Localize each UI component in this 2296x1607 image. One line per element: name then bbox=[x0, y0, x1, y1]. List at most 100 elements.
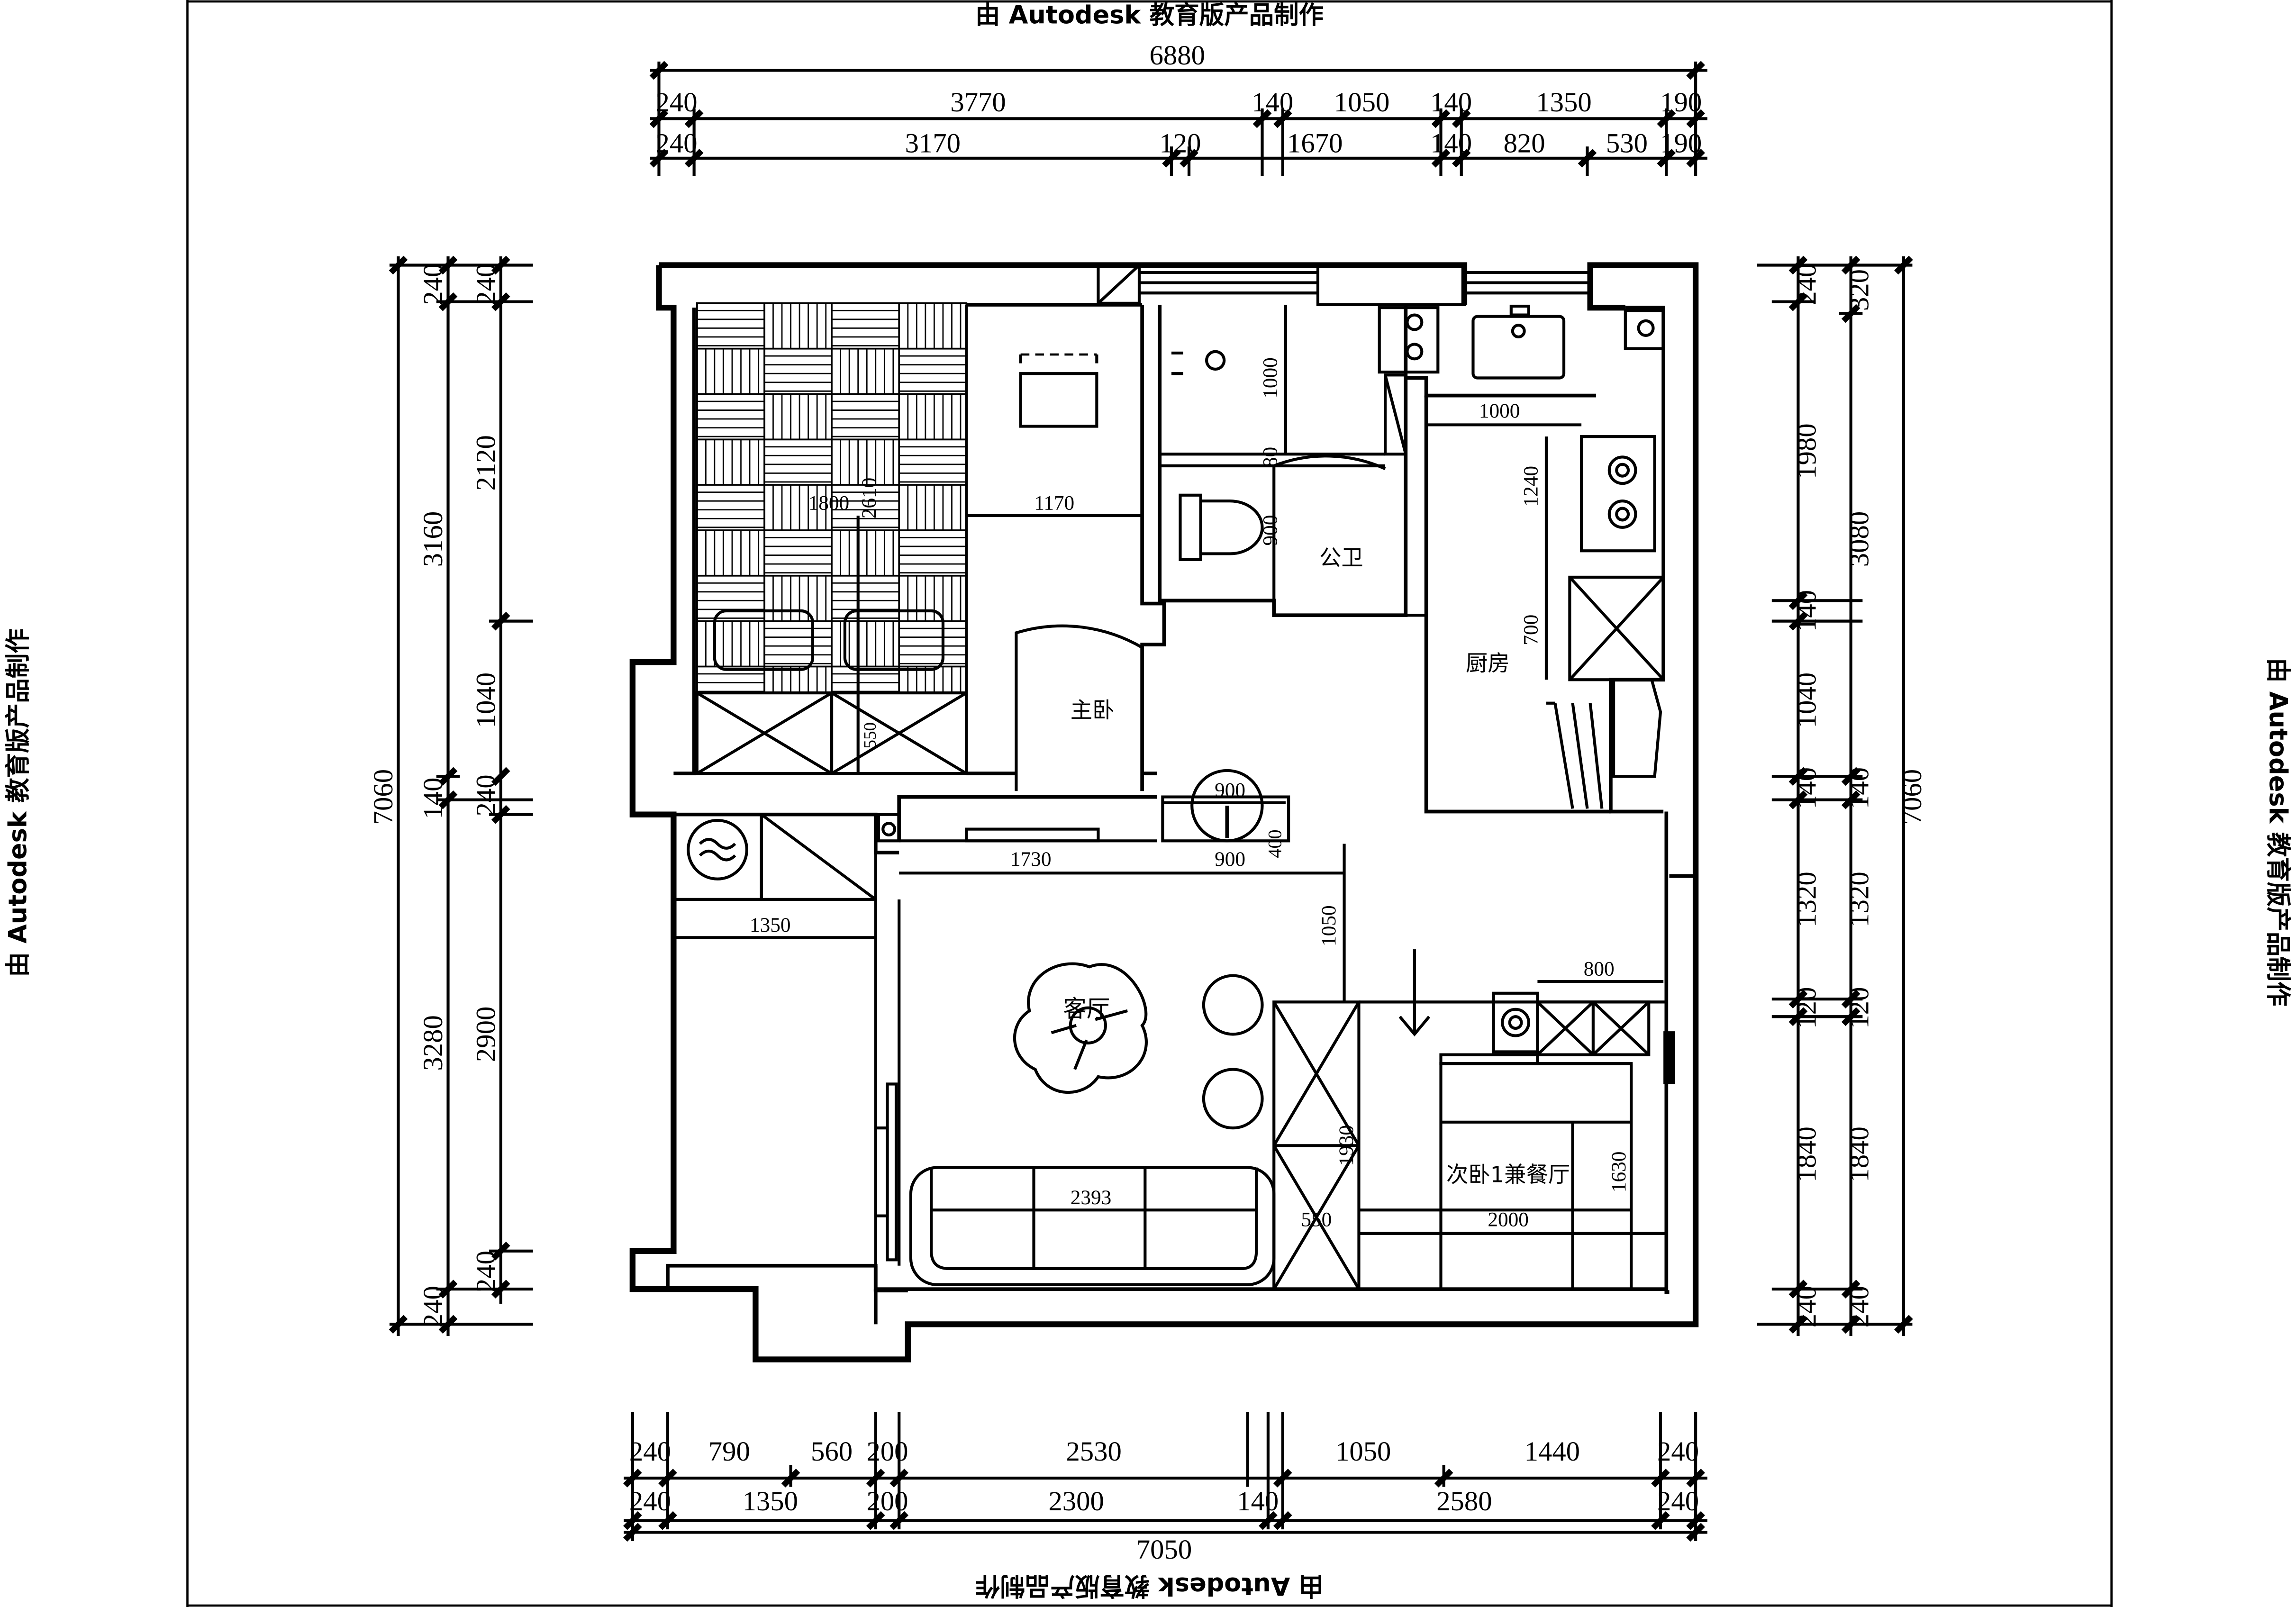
dim-right-o-3: 1320 bbox=[1844, 872, 1875, 927]
top-dimension-lines: 6880 240 3770 140 1050 140 1350 190 240 … bbox=[649, 40, 1707, 176]
dim-right-i-4: 140 bbox=[1791, 767, 1822, 809]
dim-top-r1-1: 3770 bbox=[950, 87, 1006, 118]
dim-right-i-3: 1040 bbox=[1791, 672, 1822, 728]
dim-bath-1000: 1000 bbox=[1259, 357, 1281, 399]
watermark-right: 由 Autodesk 教育版产品制作 bbox=[2263, 658, 2292, 1006]
dim-bot-r2-2: 200 bbox=[866, 1486, 908, 1516]
dim-right-i-6: 120 bbox=[1791, 987, 1822, 1029]
bath-door bbox=[1272, 454, 1386, 609]
dim-left-total: 7060 bbox=[368, 769, 399, 825]
dim-bot-r2-3: 2300 bbox=[1048, 1486, 1104, 1516]
dim-right-i-2: 140 bbox=[1791, 590, 1822, 632]
dim-bot-r1-1: 790 bbox=[708, 1436, 750, 1467]
dim-top-r2-6: 530 bbox=[1606, 127, 1648, 158]
dim-top-total: 6880 bbox=[1150, 40, 1205, 71]
chair bbox=[1019, 372, 1098, 428]
dim-top-r2-3: 1670 bbox=[1287, 127, 1343, 158]
dim-cabinet-1930: 1930 bbox=[1335, 1125, 1358, 1166]
dim-bot-r1-2: 560 bbox=[811, 1436, 853, 1467]
bedroom-door bbox=[1015, 624, 1143, 791]
dim-bot-r1-0: 240 bbox=[629, 1436, 671, 1467]
room-label-second-bedroom: 次卧1兼餐厅 bbox=[1446, 1162, 1570, 1188]
top-windows bbox=[1097, 263, 1590, 307]
dim-left-o-4: 240 bbox=[417, 1286, 448, 1327]
dim-bath-80: 80 bbox=[1259, 447, 1281, 467]
dim-bot-r1-7: 240 bbox=[1657, 1436, 1699, 1467]
watermark-top: 由 Autodesk 教育版产品制作 bbox=[975, 0, 1324, 29]
dim-top-r1-0: 240 bbox=[656, 87, 698, 118]
room-label-master-bedroom: 主卧 bbox=[1071, 698, 1115, 723]
watermark-left: 由 Autodesk 教育版产品制作 bbox=[4, 628, 33, 977]
dim-basin-400: 400 bbox=[1264, 829, 1286, 858]
dim-bed2-2000: 2000 bbox=[1488, 1208, 1528, 1231]
toilet bbox=[1179, 493, 1202, 561]
dim-left-i-5: 240 bbox=[470, 1251, 501, 1292]
dim-right-i-5: 1320 bbox=[1791, 872, 1822, 927]
dim-left-o-0: 240 bbox=[417, 263, 448, 305]
stool-2 bbox=[1202, 1068, 1264, 1130]
dim-top-r2-7: 190 bbox=[1660, 127, 1702, 158]
room-label-kitchen: 厨房 bbox=[1466, 651, 1510, 676]
dim-cabinet-550: 550 bbox=[1301, 1208, 1332, 1231]
dim-left-i-2: 1040 bbox=[470, 672, 501, 728]
laundry-balcony: 1350 bbox=[672, 812, 901, 1266]
left-dimension-lines: 7060 240 3160 140 3280 240 240 2120 1040… bbox=[368, 255, 533, 1336]
dim-right-o-4: 120 bbox=[1844, 987, 1875, 1029]
stove bbox=[1580, 435, 1656, 553]
dim-corridor-900: 900 bbox=[1215, 848, 1245, 871]
living-room: 2393 客厅 1050 bbox=[909, 844, 1346, 1287]
dim-wardrobe: 550 bbox=[861, 722, 880, 749]
dim-left-o-1: 3160 bbox=[417, 511, 448, 567]
dim-bot-r2-1: 1350 bbox=[743, 1486, 798, 1516]
dim-living-1050: 1050 bbox=[1317, 905, 1340, 946]
dim-right-o-5: 1840 bbox=[1844, 1126, 1875, 1182]
dim-bot-r1-3: 200 bbox=[866, 1436, 908, 1467]
dim-right-i-7: 1840 bbox=[1791, 1126, 1822, 1182]
dim-bot-r2-6: 240 bbox=[1657, 1486, 1699, 1516]
dim-corridor-1730: 1730 bbox=[1010, 848, 1051, 871]
dim-bot-r1-6: 1440 bbox=[1525, 1436, 1580, 1467]
dim-bed-width: 1800 bbox=[808, 492, 849, 515]
dim-left-o-2: 140 bbox=[417, 778, 448, 819]
dim-desk: 1170 bbox=[1034, 492, 1074, 515]
dim-right-o-0: 320 bbox=[1844, 269, 1875, 311]
room-label-living-room: 客厅 bbox=[1063, 995, 1110, 1022]
stool-1 bbox=[1202, 974, 1264, 1036]
dim-top-r2-5: 820 bbox=[1504, 127, 1545, 158]
dim-bot-r1-5: 1050 bbox=[1335, 1436, 1391, 1467]
right-dimension-lines: 240 1980 140 1040 140 1320 120 1840 240 … bbox=[1757, 255, 1927, 1336]
dim-right-i-8: 240 bbox=[1791, 1286, 1822, 1327]
dim-bed2-1630: 1630 bbox=[1607, 1152, 1630, 1193]
dim-kitchen-700: 700 bbox=[1519, 615, 1542, 645]
dim-kitchen-1000: 1000 bbox=[1479, 399, 1520, 422]
dim-sofa: 2393 bbox=[1071, 1186, 1111, 1209]
dim-left-i-0: 240 bbox=[470, 263, 501, 305]
dim-top-r2-4: 140 bbox=[1430, 127, 1472, 158]
dim-right-o-2: 140 bbox=[1844, 767, 1875, 809]
dim-top-r1-2: 140 bbox=[1252, 87, 1293, 118]
dim-bed2-800: 800 bbox=[1584, 958, 1615, 981]
corridor: 900 400 1730 900 bbox=[897, 769, 1344, 875]
dim-top-r1-3: 1050 bbox=[1334, 87, 1389, 118]
watermark-bottom: 由 Autodesk 教育版产品制作 bbox=[975, 1571, 1324, 1600]
dim-bot-total: 7050 bbox=[1136, 1534, 1192, 1565]
dim-bath-900: 900 bbox=[1259, 515, 1281, 546]
dim-laundry: 1350 bbox=[750, 914, 790, 936]
dim-left-o-3: 3280 bbox=[417, 1015, 448, 1071]
public-bathroom: 公卫 1000 80 900 bbox=[1158, 304, 1440, 617]
sofa bbox=[909, 1166, 1276, 1287]
dim-right-i-0: 240 bbox=[1791, 263, 1822, 305]
dim-top-r2-0: 240 bbox=[656, 127, 698, 158]
dim-top-r2-2: 120 bbox=[1159, 127, 1201, 158]
dim-bot-r2-4: 140 bbox=[1237, 1486, 1279, 1516]
dim-left-i-4: 2900 bbox=[470, 1007, 501, 1062]
coffee-table bbox=[1013, 962, 1148, 1094]
dim-bed-length: 2610 bbox=[858, 478, 880, 519]
dim-basin-900: 900 bbox=[1215, 779, 1245, 802]
dim-top-r1-4: 140 bbox=[1430, 87, 1472, 118]
dim-bot-r2-0: 240 bbox=[629, 1486, 671, 1516]
dim-right-o-6: 240 bbox=[1844, 1286, 1875, 1327]
room-label-public-bath: 公卫 bbox=[1319, 545, 1363, 571]
dim-right-o-1: 3080 bbox=[1844, 511, 1875, 567]
